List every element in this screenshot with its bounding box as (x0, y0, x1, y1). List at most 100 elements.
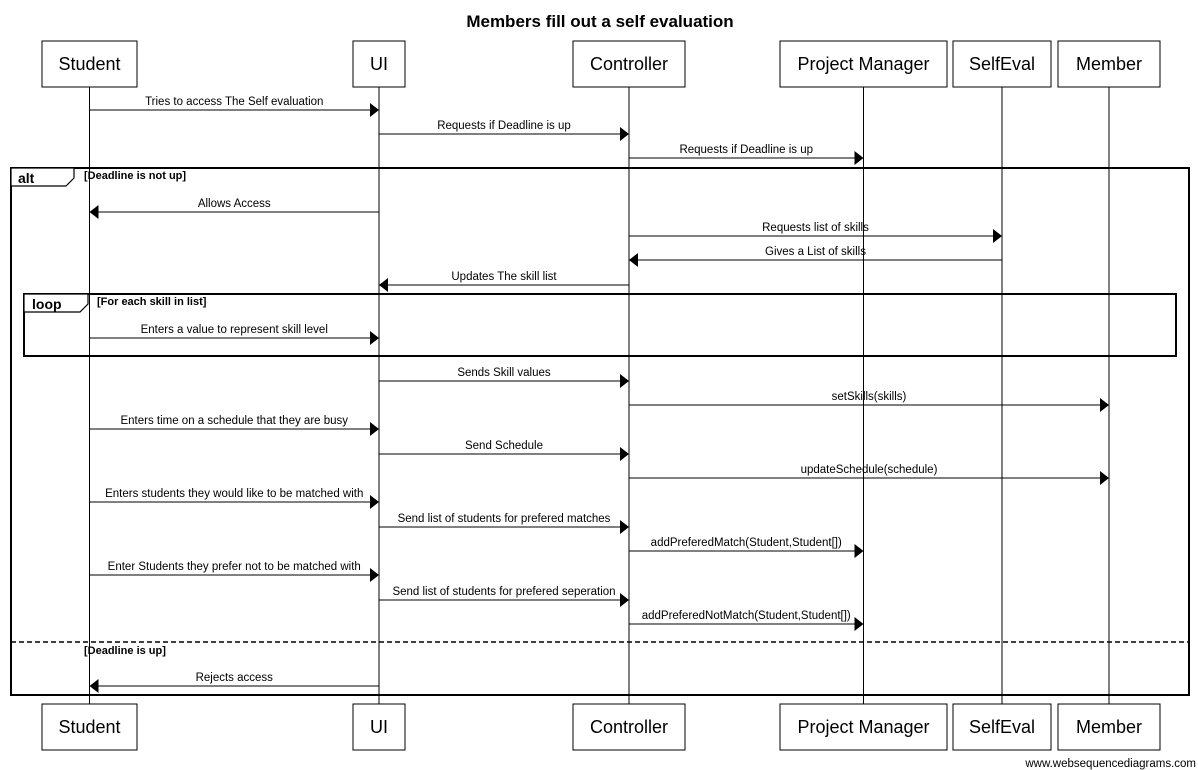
message-arrowhead (1100, 471, 1109, 485)
message: Requests if Deadline is up (379, 120, 629, 141)
participant-pm-bottom: Project Manager (779, 703, 948, 751)
loop-operator: loop (32, 296, 62, 312)
participant-label: Project Manager (797, 717, 929, 737)
participant-label: UI (370, 717, 388, 737)
participant-member-top: Member (1057, 40, 1161, 88)
message-arrowhead (854, 544, 864, 558)
participant-box (352, 703, 406, 751)
message: Tries to access The Self evaluation (89, 96, 379, 117)
message-label: Requests if Deadline is up (437, 120, 571, 132)
participant-selfeval-bottom: SelfEval (952, 703, 1052, 751)
participant-box (572, 40, 686, 88)
message-label: Requests if Deadline is up (679, 144, 813, 156)
message: Gives a List of skills (629, 246, 1002, 267)
participant-label: Member (1076, 717, 1142, 737)
message: Enter Students they prefer not to be mat… (89, 561, 379, 582)
message: setSkills(skills) (629, 391, 1109, 412)
message-label: Enters a value to represent skill level (141, 324, 328, 336)
alt-frame-tab (10, 167, 75, 187)
message: Enters time on a schedule that they are … (89, 415, 379, 436)
participant-label: Student (58, 54, 120, 74)
message-label: Tries to access The Self evaluation (145, 96, 323, 108)
message-arrowhead (620, 127, 629, 141)
message: Enters a value to represent skill level (89, 324, 379, 345)
message: updateSchedule(schedule) (629, 464, 1109, 485)
message-arrowhead (620, 520, 629, 534)
participant-selfeval-top: SelfEval (952, 40, 1052, 88)
message: Send list of students for prefered seper… (379, 586, 629, 607)
participant-label: Student (58, 717, 120, 737)
message-label: Requests list of skills (762, 222, 869, 234)
participant-box (1057, 40, 1161, 88)
alt-guard: [Deadline is not up] (84, 170, 186, 182)
participant-box (779, 703, 948, 751)
participant-label: SelfEval (969, 54, 1035, 74)
participant-box (352, 40, 406, 88)
message-arrowhead (620, 374, 629, 388)
message-label: Sends Skill values (457, 367, 551, 379)
message: Rejects access (89, 672, 379, 693)
message-arrowhead (629, 253, 638, 267)
message-label: updateSchedule(schedule) (801, 464, 938, 476)
message-arrowhead (370, 568, 379, 582)
fragment-frames: alt [Deadline is not up] [Deadline is up] l… (10, 167, 1190, 696)
message: Enters students they would like to be ma… (89, 488, 379, 509)
message-arrowhead (620, 447, 629, 461)
participant-box (952, 703, 1052, 751)
message: Send Schedule (379, 440, 629, 461)
alt-operator: alt (18, 170, 35, 186)
message-label: addPreferedNotMatch(Student,Student[]) (642, 610, 851, 622)
participants: StudentStudentUIUIControllerControllerPr… (41, 40, 1161, 751)
message-label: setSkills(skills) (832, 391, 907, 403)
messages: Tries to access The Self evaluationReque… (89, 96, 1109, 693)
participant-ui-bottom: UI (352, 703, 406, 751)
lifelines (89, 87, 1110, 704)
loop-guard: [For each skill in list] (97, 296, 207, 308)
message-label: Rejects access (196, 672, 274, 684)
message-arrowhead (89, 679, 99, 693)
diagram-title: Members fill out a self evaluation (466, 12, 733, 31)
alt-else-guard: [Deadline is up] (84, 645, 166, 657)
message-label: Updates The skill list (451, 271, 557, 283)
message-arrowhead (379, 278, 388, 292)
message: Sends Skill values (379, 367, 629, 388)
message-label: Enter Students they prefer not to be mat… (108, 561, 361, 573)
message-label: Enters students they would like to be ma… (105, 488, 363, 500)
participant-pm-top: Project Manager (779, 40, 948, 88)
participant-controller-bottom: Controller (572, 703, 686, 751)
participant-box (41, 40, 138, 88)
message-arrowhead (370, 422, 379, 436)
message-arrowhead (370, 331, 379, 345)
message-arrowhead (1100, 398, 1109, 412)
participant-box (1057, 703, 1161, 751)
participant-student-top: Student (41, 40, 138, 88)
participant-controller-top: Controller (572, 40, 686, 88)
message-label: Enters time on a schedule that they are … (120, 415, 348, 427)
message: addPreferedNotMatch(Student,Student[]) (629, 610, 864, 631)
message-label: Send Schedule (465, 440, 543, 452)
message: Updates The skill list (379, 271, 629, 292)
participant-label: Project Manager (797, 54, 929, 74)
participant-member-bottom: Member (1057, 703, 1161, 751)
participant-ui-top: UI (352, 40, 406, 88)
watermark: www.websequencediagrams.com (1024, 758, 1196, 770)
participant-label: SelfEval (969, 717, 1035, 737)
message-label: Allows Access (198, 198, 271, 210)
message-arrowhead (89, 205, 99, 219)
message: Requests list of skills (629, 222, 1002, 243)
participant-label: Controller (590, 54, 668, 74)
loop-frame (23, 293, 1177, 357)
message-arrowhead (854, 151, 864, 165)
message-arrowhead (620, 593, 629, 607)
message: Requests if Deadline is up (629, 144, 864, 165)
participant-label: Member (1076, 54, 1142, 74)
alt-frame (10, 167, 1190, 696)
message-arrowhead (370, 103, 379, 117)
message-label: addPreferedMatch(Student,Student[]) (651, 537, 842, 549)
participant-student-bottom: Student (41, 703, 138, 751)
message-label: Send list of students for prefered match… (398, 513, 611, 525)
participant-box (41, 703, 138, 751)
participant-label: Controller (590, 717, 668, 737)
message-label: Gives a List of skills (765, 246, 866, 258)
